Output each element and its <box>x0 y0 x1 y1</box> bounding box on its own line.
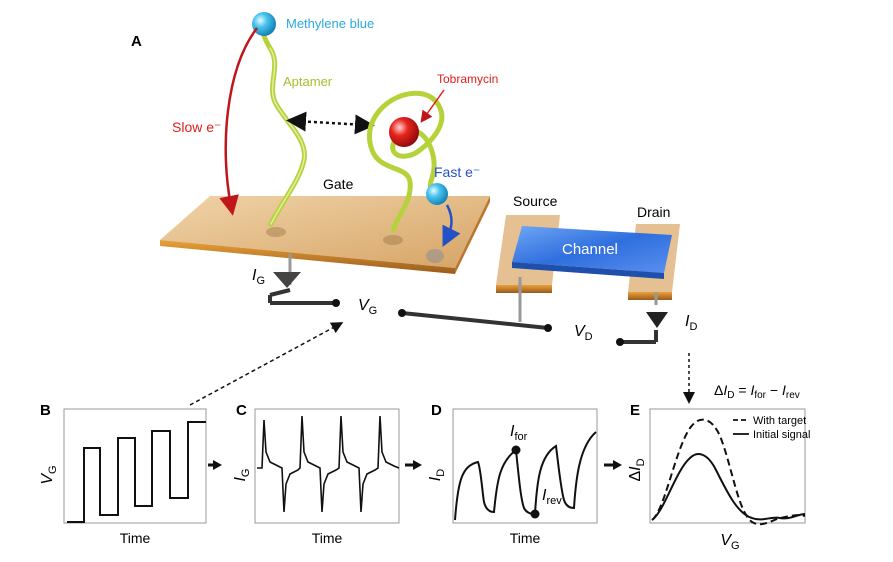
transistor <box>496 215 680 300</box>
panel-c-xlabel: Time <box>312 530 343 546</box>
fast-electron-label: Fast e⁻ <box>434 164 480 180</box>
vd-terminal-right <box>616 338 624 346</box>
panel-c-frame <box>254 408 400 524</box>
panel-d-frame <box>452 408 598 524</box>
i-for-marker <box>511 445 521 455</box>
tobramycin-pointer-arrow <box>420 89 445 123</box>
with-target-curve <box>651 418 806 526</box>
panel-e-xlabel: VG <box>720 532 739 552</box>
legend-with-target-text: With target <box>753 415 806 427</box>
vg-terminal-left <box>332 299 340 307</box>
legend-initial-signal-text: Initial signal <box>753 429 810 441</box>
gate-current-trace <box>257 415 400 513</box>
i-for-label: Ifor <box>510 423 528 443</box>
i-rev-marker <box>530 509 540 519</box>
panel-d-label: D <box>431 402 442 419</box>
i-rev-label: Irev <box>542 487 562 507</box>
slow-electron-label: Slow e⁻ <box>172 119 221 135</box>
initial-signal-curve <box>651 453 806 521</box>
vd-terminal-left <box>544 324 552 332</box>
panel-d-xlabel: Time <box>510 530 541 546</box>
conformation-change-arrow <box>286 111 375 135</box>
panel-b-ylabel: VG <box>39 465 59 484</box>
panel-c-ylabel: IG <box>232 468 252 481</box>
tobramycin-molecule <box>389 117 419 147</box>
drain-label: Drain <box>637 204 670 220</box>
drain-current-meter <box>646 312 668 328</box>
panel-e-frame <box>649 408 806 524</box>
channel-layer <box>512 226 672 273</box>
aptamer-label: Aptamer <box>283 74 333 89</box>
channel-label: Channel <box>562 241 618 258</box>
vd-label: VD <box>574 323 593 343</box>
panel-b-label: B <box>40 402 51 419</box>
drain-current-trace <box>454 431 597 521</box>
id-label: ID <box>685 313 697 333</box>
fast-electron-arrow <box>442 204 461 247</box>
methylene-blue-label: Methylene blue <box>286 16 374 31</box>
gate-label: Gate <box>323 176 354 192</box>
panel-e-ylabel: ΔID <box>627 458 647 481</box>
gate-electrode <box>160 196 490 274</box>
flow-arrow-d-e <box>613 460 622 470</box>
methylene-blue-molecule-bound <box>426 183 448 205</box>
panel-c-label: C <box>236 402 247 419</box>
aptamer-strand-left <box>260 23 307 227</box>
panel-b-frame <box>63 408 207 524</box>
source-label: Source <box>513 193 558 209</box>
panel-d-ylabel: ID <box>427 469 447 481</box>
vg-terminal-right <box>398 309 406 317</box>
vg-to-panel-b-link <box>189 322 344 406</box>
flow-arrow-c-d <box>413 460 422 470</box>
delta-id-equation: ΔID = Ifor − Irev <box>714 382 800 401</box>
slow-electron-arrow <box>219 27 258 216</box>
panel-b-xlabel: Time <box>120 530 151 546</box>
aptamer-strand-bound <box>367 90 445 233</box>
flow-arrow-b-c <box>213 460 222 470</box>
panel-e-label: E <box>630 402 640 419</box>
gate-voltage-trace <box>67 421 206 523</box>
panel-a-label: A <box>131 33 142 50</box>
tobramycin-label: Tobramycin <box>437 72 498 86</box>
gate-current-meter <box>273 272 301 288</box>
methylene-blue-molecule <box>252 12 276 36</box>
vg-label: VG <box>358 297 377 317</box>
panel-e-legend: With target Initial signal <box>733 415 810 441</box>
ig-label: IG <box>252 267 265 287</box>
